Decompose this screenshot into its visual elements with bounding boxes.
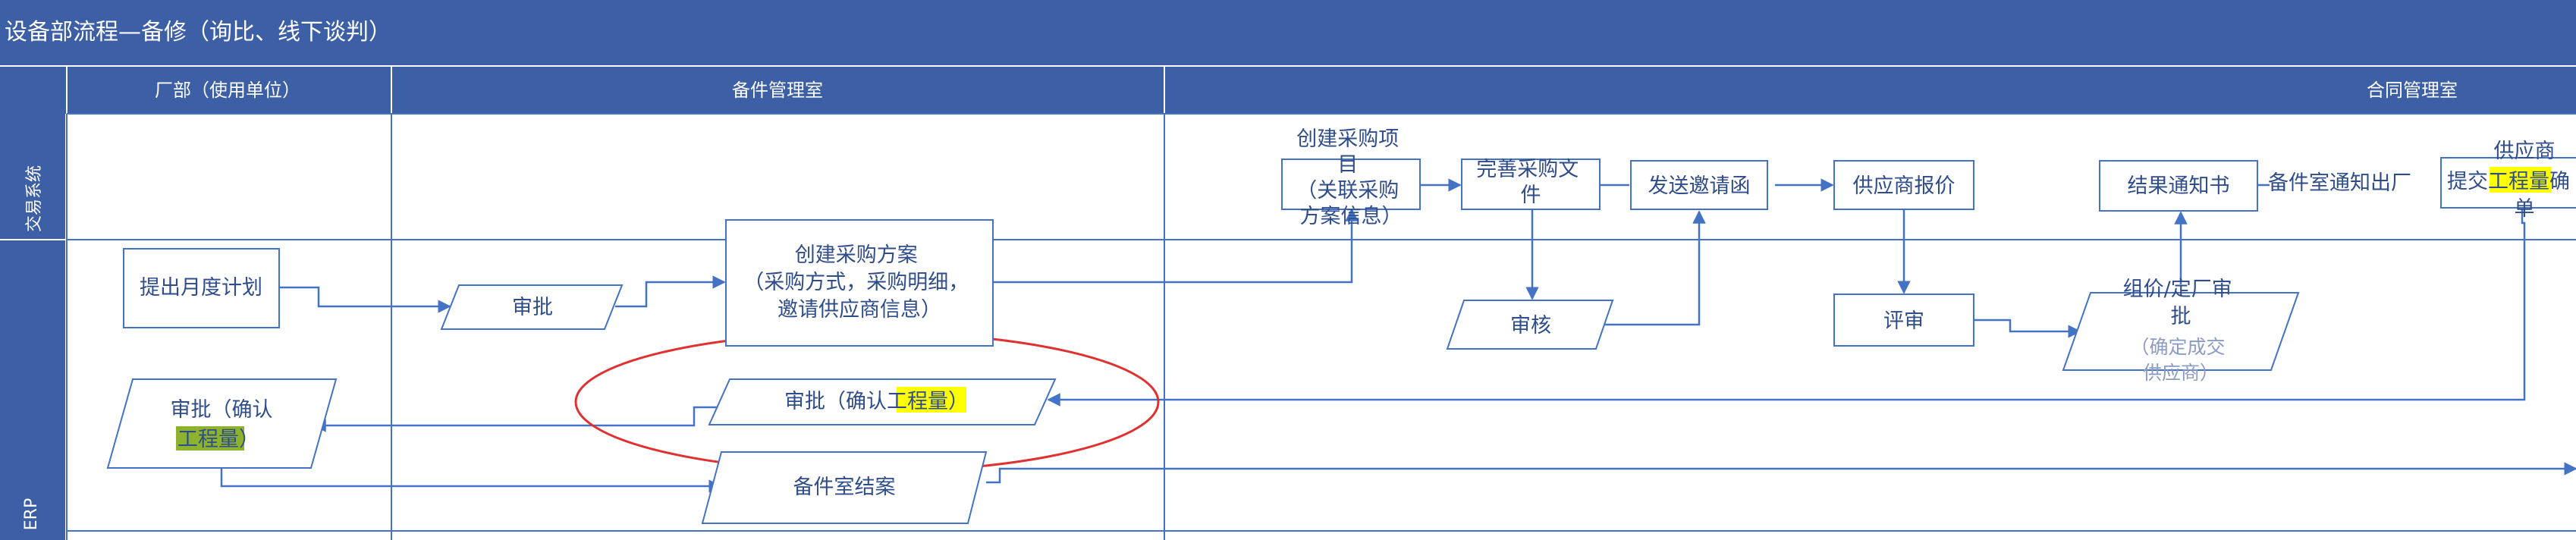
node-submit-supplier-line3: 单	[2515, 197, 2535, 221]
node-approve-confirm-factory-highlight: 工程量	[177, 428, 239, 451]
node-approve-confirm-factory-post: ）	[239, 428, 259, 451]
column-header-spare-room: 备件管理室	[732, 80, 823, 101]
node-submit-supplier-post: 确	[2549, 170, 2570, 193]
node-improve-doc-line1: 完善采购文	[1476, 158, 1579, 181]
node-approve-confirm-factory-line1: 审批（确认	[171, 398, 273, 422]
node-result-notice[interactable]: 结果通知书	[2099, 160, 2258, 212]
node-close-case-label: 备件室结案	[793, 476, 896, 499]
row-header-trading-system: 交易系统	[25, 165, 44, 232]
node-group-approve-line1: 组价/定厂审	[2123, 278, 2232, 301]
svg-text:工程量）: 工程量）	[177, 428, 259, 451]
row-header-bar	[0, 114, 65, 540]
column-header-contract-room: 合同管理室	[2367, 80, 2458, 101]
svg-text:创建采购项 目 （关联采购: 创建采购项 目 （关联采购 方案信息）	[1296, 127, 1406, 228]
node-review[interactable]: 审核	[1446, 300, 1614, 350]
node-group-approve-line3: （确定成交	[2131, 336, 2226, 358]
column-header-bar	[0, 67, 2576, 114]
node-create-plan-line1: 创建采购方案	[795, 243, 918, 267]
highlight-mark-factory	[176, 426, 244, 451]
node-close-case[interactable]: 备件室结案	[701, 451, 988, 524]
node-monthly-plan-label: 提出月度计划	[140, 276, 262, 300]
node-send-invite-label: 发送邀请函	[1648, 174, 1751, 198]
node-create-project-line1: 创建采购项	[1296, 127, 1399, 151]
node-monthly-plan[interactable]: 提出月度计划	[123, 248, 280, 328]
svg-text:创建采购方案 （采购方式，采购明细，: 创建采购方案 （采购方式，采购明细， 邀请供应商信息）	[743, 243, 975, 322]
connectors	[220, 178, 2576, 493]
node-create-plan-line3: 邀请供应商信息）	[778, 298, 941, 322]
node-approve-confirm-room-post: ）	[948, 390, 969, 413]
node-result-notice-label: 结果通知书	[2128, 174, 2230, 198]
node-create-plan-line2: （采购方式，采购明细，	[743, 271, 969, 294]
highlight-mark-room	[897, 387, 966, 413]
node-group-approve-line2: 批	[2171, 305, 2191, 328]
node-approve-1-label: 审批	[512, 296, 553, 319]
node-submit-supplier-highlight: 工程量	[2488, 170, 2549, 193]
label-notify-factory: 备件室通知出厂	[2268, 171, 2411, 195]
node-approve-1[interactable]: 审批	[440, 284, 624, 330]
svg-text:完善采购文 件: 完善采购文 件	[1476, 158, 1585, 207]
node-improve-doc[interactable]: 完善采购文 件	[1461, 158, 1601, 210]
node-send-invite[interactable]: 发送邀请函	[1630, 160, 1768, 210]
node-create-project-line4: 方案信息）	[1300, 205, 1403, 228]
node-evaluate[interactable]: 评审	[1833, 294, 1974, 347]
node-group-approve-line4: 供应商）	[2143, 362, 2219, 384]
lane-grid	[66, 113, 2576, 540]
node-approve-confirm-factory[interactable]: 审批（确认 工程量）	[106, 378, 338, 469]
node-improve-doc-line2: 件	[1521, 184, 1541, 207]
node-evaluate-label: 评审	[1883, 309, 1924, 333]
node-supplier-quote[interactable]: 供应商报价	[1833, 160, 1974, 210]
svg-text:审批（确认工程量）: 审批（确认工程量）	[784, 390, 969, 413]
node-submit-supplier[interactable]: 供应商 提交工程量确 单	[2440, 140, 2576, 221]
node-supplier-quote-label: 供应商报价	[1853, 174, 1956, 198]
svg-text:（确定成交 供应商）: （确定成交 供应商）	[2131, 336, 2232, 384]
highlight-mark	[2490, 167, 2552, 193]
node-approve-confirm-room-pre: 审批（确认	[784, 390, 887, 413]
node-approve-confirm-room-highlight: 工程量	[887, 390, 948, 413]
node-submit-supplier-line1: 供应商	[2494, 140, 2556, 163]
column-header-factory: 厂部（使用单位）	[155, 80, 300, 101]
svg-text:组价/定厂审 批: 组价/定厂审 批	[2123, 278, 2239, 328]
node-create-project-line3: （关联采购	[1296, 179, 1399, 202]
node-review-label: 审核	[1510, 314, 1551, 338]
node-create-project-line2: 目	[1337, 153, 1358, 177]
node-create-plan[interactable]: 创建采购方案 （采购方式，采购明细， 邀请供应商信息）	[725, 219, 994, 347]
node-group-approve[interactable]: 组价/定厂审 批 （确定成交 供应商）	[2062, 278, 2300, 384]
row-header-erp: ERP	[22, 498, 41, 530]
diagram-title: 设备部流程—备修（询比、线下谈判）	[5, 19, 391, 46]
svg-text:提交工程量确: 提交工程量确	[2447, 170, 2570, 193]
node-submit-supplier-pre: 提交	[2447, 170, 2488, 193]
title-bar	[0, 0, 2576, 65]
node-approve-confirm-room[interactable]: 审批（确认工程量）	[708, 378, 1057, 425]
node-create-project[interactable]: 创建采购项 目 （关联采购 方案信息）	[1281, 127, 1421, 228]
